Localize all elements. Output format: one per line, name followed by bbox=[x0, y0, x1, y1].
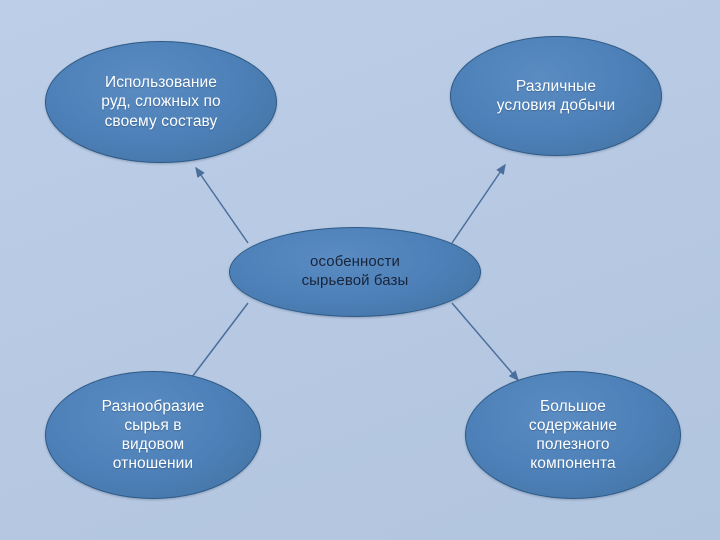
node-bottom-right[interactable]: Большое содержание полезного компонента bbox=[465, 371, 681, 499]
node-bottom-left-label: Разнообразие сырья в видовом отношении bbox=[101, 397, 205, 473]
node-center[interactable]: особенности сырьевой базы bbox=[229, 227, 481, 317]
connector-center-to-top-right bbox=[451, 163, 506, 244]
connector-center-to-bottom-left bbox=[191, 302, 249, 378]
node-top-left-label: Использование руд, сложных по своему сос… bbox=[101, 74, 221, 130]
node-bottom-left[interactable]: Разнообразие сырья в видовом отношении bbox=[45, 371, 261, 499]
node-center-label: особенности сырьевой базы bbox=[301, 253, 409, 289]
node-top-right-label: Различные условия добычи bbox=[496, 77, 616, 114]
node-bottom-right-label: Большое содержание полезного компонента bbox=[528, 397, 618, 473]
node-top-left[interactable]: Использование руд, сложных по своему сос… bbox=[45, 41, 277, 163]
node-top-right[interactable]: Различные условия добычи bbox=[450, 36, 662, 156]
connector-center-to-top-left bbox=[195, 166, 249, 244]
connector-center-to-bottom-right bbox=[451, 302, 519, 382]
